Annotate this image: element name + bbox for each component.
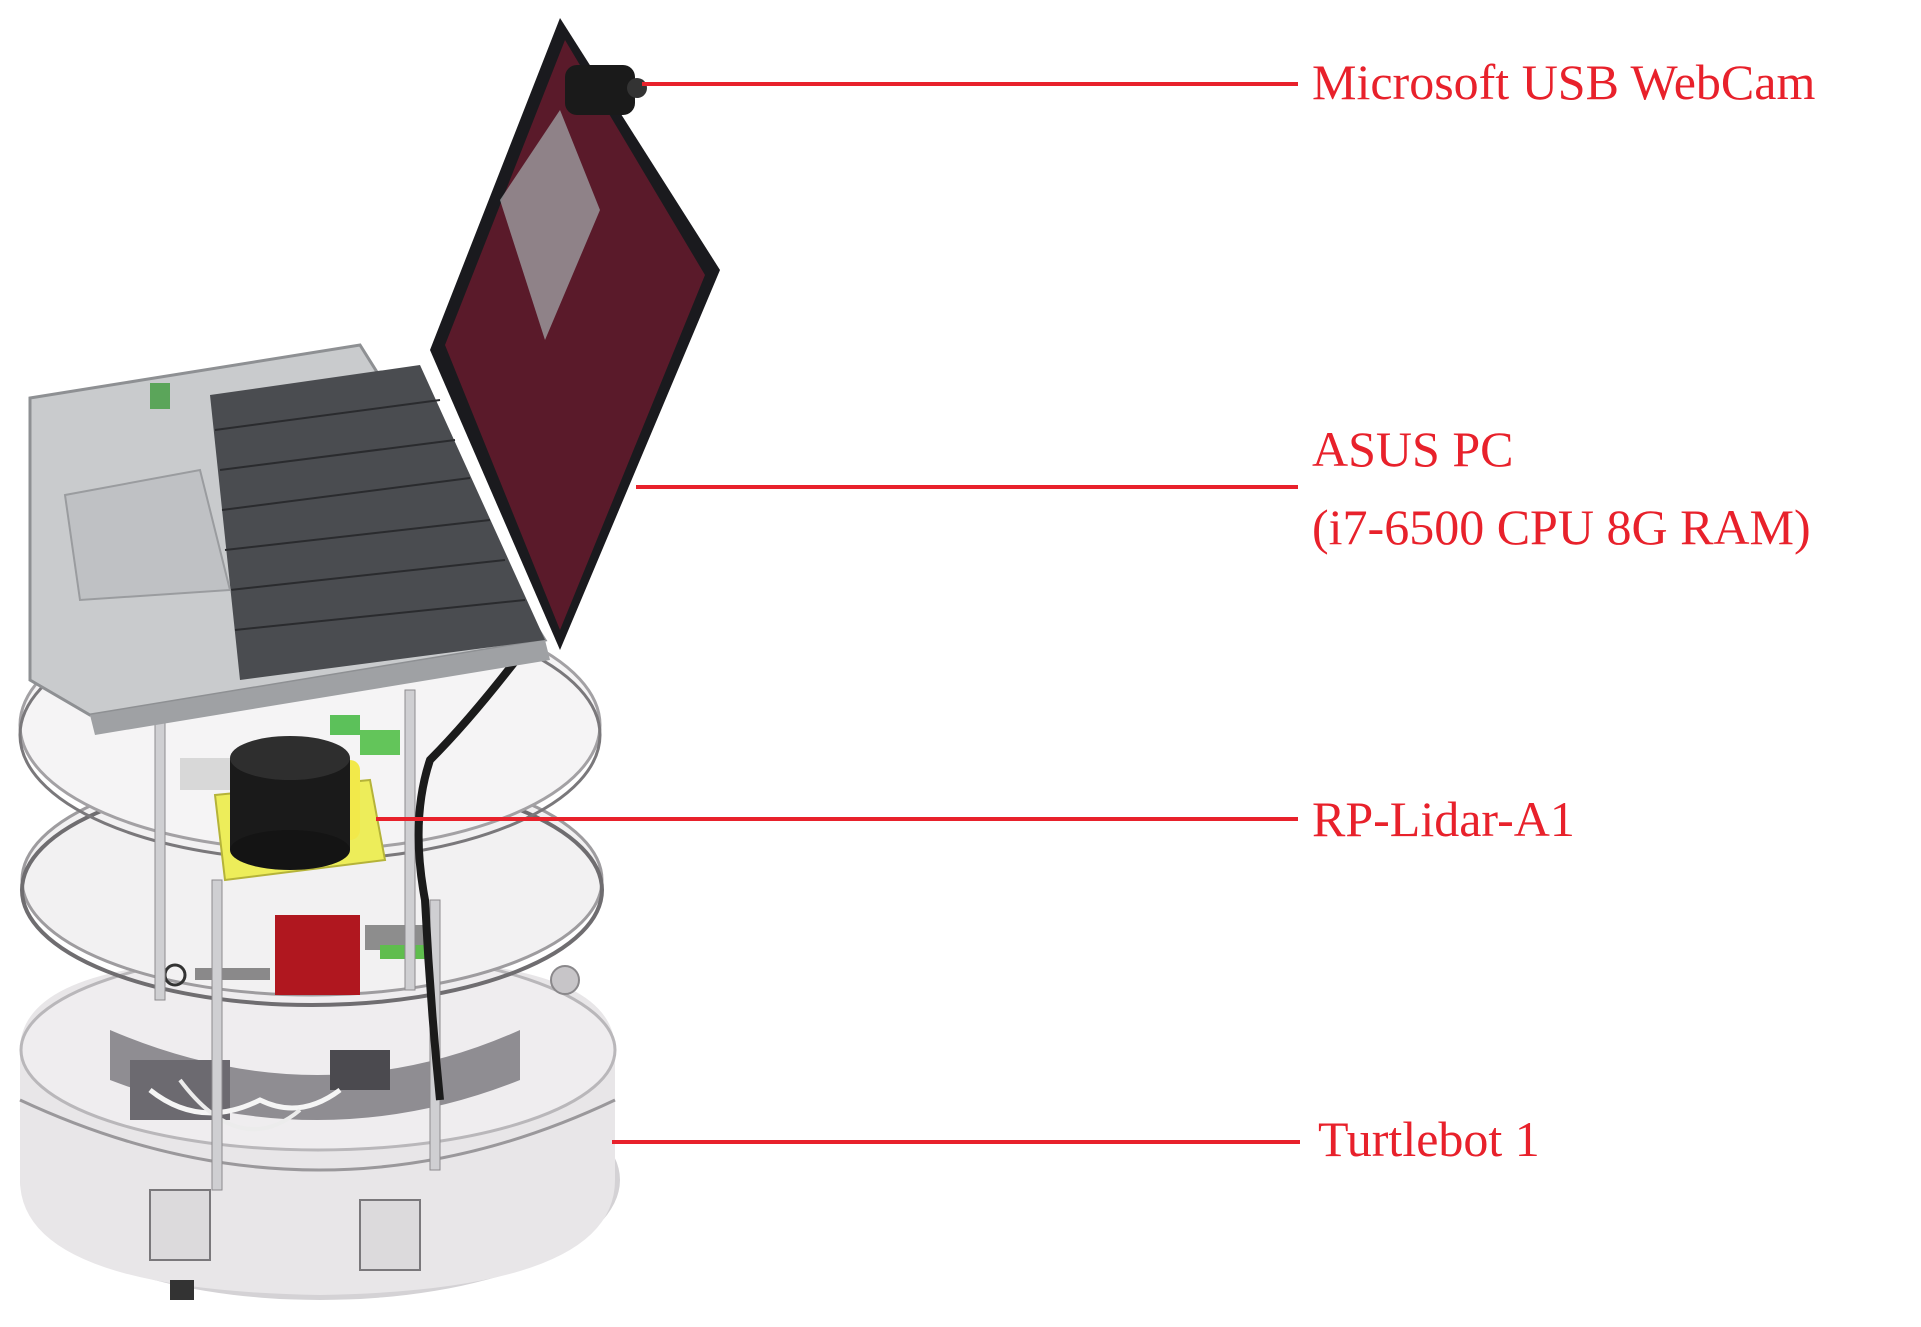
lidar-label: RP-Lidar-A1 bbox=[1312, 791, 1575, 847]
laptop bbox=[28, 343, 550, 735]
usb-cable bbox=[414, 652, 524, 1101]
pc-specs-label: (i7-6500 CPU 8G RAM) bbox=[1312, 499, 1811, 555]
laptop-screen bbox=[430, 18, 720, 650]
turtlebot-label: Turtlebot 1 bbox=[1318, 1111, 1540, 1167]
turtlebot-leader-line bbox=[612, 1140, 1300, 1144]
webcam-leader-line bbox=[642, 82, 1298, 86]
pc-name-label: ASUS PC bbox=[1312, 421, 1514, 477]
pc-leader-line bbox=[636, 485, 1298, 489]
webcam-label: Microsoft USB WebCam bbox=[1312, 54, 1816, 110]
lidar-leader-line bbox=[376, 817, 1298, 821]
turtlebot-base bbox=[19, 948, 620, 1300]
lidar-sensor bbox=[213, 736, 387, 882]
